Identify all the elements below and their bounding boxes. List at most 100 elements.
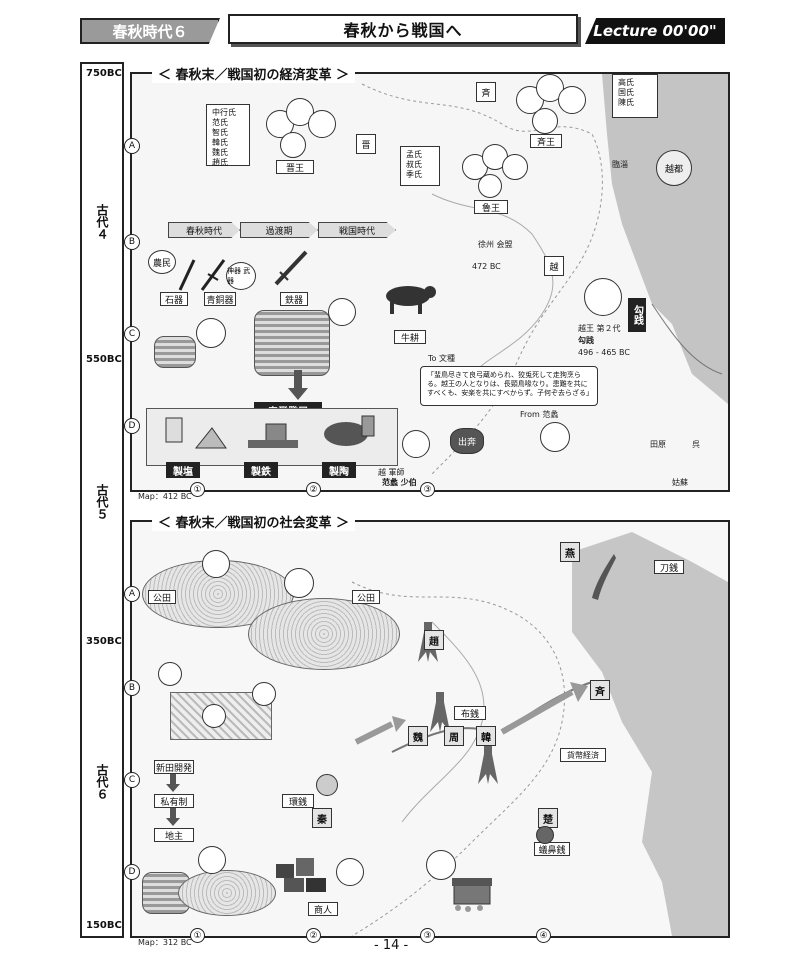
industry-iron: 製鉄 bbox=[244, 462, 278, 478]
public-field-2 bbox=[248, 598, 400, 670]
state-zhou: 周 bbox=[444, 726, 464, 746]
tool-stone: 石器 bbox=[160, 292, 188, 306]
coin-knife-label: 刀銭 bbox=[654, 560, 684, 574]
col-marker-2: ② bbox=[306, 482, 321, 497]
farmer-note: 農民 bbox=[148, 250, 176, 274]
row-marker-b: B bbox=[124, 234, 140, 250]
col-marker-3b: ③ bbox=[420, 928, 435, 943]
lu-king-label: 魯王 bbox=[474, 200, 508, 214]
lu-clan-2: 叔氏 bbox=[406, 160, 422, 169]
panel-bottom-title: ＜ 春秋末／戦国初の社会変革 ＞ bbox=[152, 512, 356, 531]
industry-icons bbox=[165, 415, 375, 449]
era-tab-spring-autumn: 春秋時代 bbox=[168, 222, 240, 238]
tool-bronze: 青銅器 bbox=[204, 292, 236, 306]
merchant-label: 商人 bbox=[308, 902, 338, 916]
harvest-stack-large bbox=[254, 310, 330, 376]
speech-header: To 文種 bbox=[428, 354, 455, 363]
fanli-name: 范蠡 少伯 bbox=[382, 478, 417, 487]
place-tianyuan: 田原 bbox=[650, 440, 666, 449]
coin-antnose-label: 蟻鼻銭 bbox=[534, 842, 570, 856]
qi-clan-3: 陳氏 bbox=[618, 98, 634, 107]
treasurer-character bbox=[426, 850, 456, 880]
tiller-3 bbox=[252, 682, 276, 706]
qi-king-label: 斉王 bbox=[530, 134, 562, 148]
ring-coin-icon bbox=[316, 774, 338, 796]
lu-king-head bbox=[478, 174, 502, 198]
row-marker-a: A bbox=[124, 138, 140, 154]
jin-clan-head-3 bbox=[308, 110, 336, 138]
ox-icon bbox=[386, 286, 436, 314]
tool-iron: 鉄器 bbox=[280, 292, 308, 306]
page-title: 春秋から戦国へ bbox=[228, 14, 578, 44]
step-new-land: 新田開発 bbox=[154, 760, 194, 774]
page-number: - 14 - bbox=[374, 938, 409, 953]
state-yue: 越 bbox=[544, 256, 564, 276]
jin-clan-5: 魏氏 bbox=[212, 148, 228, 157]
wenzhong-character bbox=[540, 422, 570, 452]
lecture-label: Lecture 00'00" bbox=[585, 18, 725, 44]
jin-king-head bbox=[280, 132, 306, 158]
harvest-stack-small bbox=[154, 336, 196, 368]
lu-clan-3: 季氏 bbox=[406, 170, 422, 179]
goujian-title: 越王 第２代 bbox=[578, 324, 621, 333]
goujian-name: 勾践 bbox=[578, 336, 594, 345]
year-150bc: 150BC bbox=[86, 920, 122, 931]
tiller-2 bbox=[202, 704, 226, 728]
era-label-6: 古代６ bbox=[95, 764, 109, 800]
economic-reform-panel: ＜ 春秋末／戦国初の経済変革 ＞ Map：412 BC A B C D ① ② … bbox=[124, 64, 730, 501]
era-label-5: 古代５ bbox=[95, 484, 109, 520]
state-jin: 晋 bbox=[356, 134, 376, 154]
jin-king-label: 晋王 bbox=[276, 160, 314, 174]
date-472bc: 472 BC bbox=[472, 262, 501, 271]
col-marker-1b: ① bbox=[190, 928, 205, 943]
currency-label: 貨幣経済 bbox=[560, 748, 606, 762]
row-marker-b2: B bbox=[124, 680, 140, 696]
era-label-4: 古代４ bbox=[95, 204, 109, 240]
yue-capital-marker: 越都 bbox=[656, 150, 692, 186]
public-field-label-1: 公田 bbox=[148, 590, 176, 604]
official-character bbox=[284, 568, 314, 598]
knife-coin-icon bbox=[592, 554, 616, 600]
row-marker-c: C bbox=[124, 326, 140, 342]
goujian-name-banner: 勾践 bbox=[628, 298, 646, 332]
col-marker-4b: ④ bbox=[536, 928, 551, 943]
panel-top-title: ＜ 春秋末／戦国初の経済変革 ＞ bbox=[152, 64, 356, 83]
badge-chutou: 出奔 bbox=[450, 428, 484, 454]
farmer-character bbox=[196, 318, 226, 348]
era-tab-transition: 過渡期 bbox=[240, 222, 318, 238]
industry-salt: 製塩 bbox=[166, 462, 200, 478]
landlord-character bbox=[198, 846, 226, 874]
cargo-boxes-icon bbox=[276, 858, 326, 892]
state-qi-bottom: 斉 bbox=[590, 680, 610, 700]
year-350bc: 350BC bbox=[86, 636, 122, 647]
treasure-chest-icon bbox=[452, 878, 492, 912]
jin-clan-4: 韓氏 bbox=[212, 138, 228, 147]
goujian-character bbox=[584, 278, 622, 316]
state-yan: 燕 bbox=[560, 542, 580, 562]
col-marker-3: ③ bbox=[420, 482, 435, 497]
spread-arrows-icon bbox=[354, 682, 588, 745]
tiller-1 bbox=[158, 662, 182, 686]
fanli-title: 越 軍師 bbox=[378, 468, 405, 477]
place-gusu: 姑蘇 bbox=[672, 478, 688, 487]
merchant-character bbox=[336, 858, 364, 886]
row-marker-d2: D bbox=[124, 864, 140, 880]
tool-ox-plow: 牛耕 bbox=[394, 330, 426, 344]
place-linzi: 臨淄 bbox=[612, 160, 628, 169]
year-550bc: 550BC bbox=[86, 354, 122, 365]
row-marker-c2: C bbox=[124, 772, 140, 788]
qi-clan-list: 高氏 国氏 陳氏 bbox=[612, 74, 658, 118]
jin-clan-2: 范氏 bbox=[212, 118, 228, 127]
plowman-character bbox=[328, 298, 356, 326]
col-marker-1: ① bbox=[190, 482, 205, 497]
landlord-field bbox=[178, 870, 276, 916]
industry-pottery: 製陶 bbox=[322, 462, 356, 478]
public-field-label-2: 公田 bbox=[352, 590, 380, 604]
state-qin: 秦 bbox=[312, 808, 332, 828]
coin-ring-label: 環銭 bbox=[282, 794, 314, 808]
state-wu-label: 呉 bbox=[692, 440, 700, 449]
lord-character bbox=[202, 550, 230, 578]
antnose-coin-icon bbox=[536, 826, 554, 844]
qi-king-head bbox=[532, 108, 558, 134]
fanli-speech: 「蜚鳥尽きて良弓蔵められ、狡兎死して走狗烹らる。越王の人となりは、長頸鳥喙なり。… bbox=[420, 366, 598, 406]
